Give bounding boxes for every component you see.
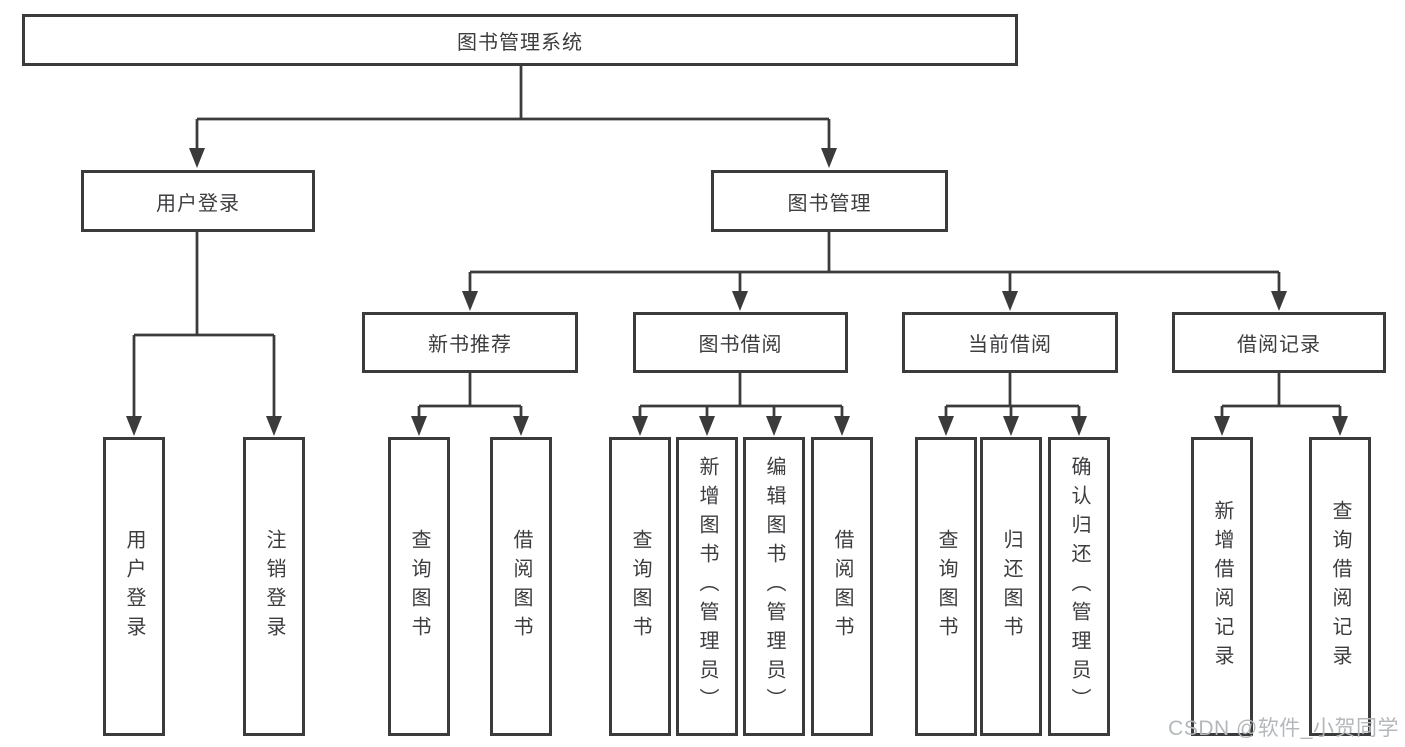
leaf-recommend-query-books: 查询图书 — [388, 437, 450, 736]
leaf-label: 归还图书 — [1000, 528, 1022, 645]
edge-new-book-recommend-to-leaves — [411, 373, 529, 436]
edge-book-borrow-to-leaves — [632, 373, 850, 436]
edge-current-borrow-to-leaves — [938, 373, 1087, 436]
leaf-query-borrow-record: 查询借阅记录 — [1309, 437, 1371, 736]
leaf-label: 借阅图书 — [831, 528, 853, 645]
leaf-label: 查询借阅记录 — [1329, 499, 1351, 674]
leaf-add-book-admin: 新增图书（管理员） — [676, 437, 738, 736]
leaf-logout: 注销登录 — [243, 437, 305, 736]
leaf-edit-book-admin: 编辑图书（管理员） — [743, 437, 805, 736]
edge-book-management-to-level3 — [462, 232, 1287, 311]
csdn-watermark: CSDN @软件_小贺同学 — [1168, 717, 1399, 740]
leaf-label: 查询图书 — [935, 528, 957, 645]
edge-borrow-records-to-leaves — [1214, 373, 1348, 436]
leaf-borrow-query-books: 查询图书 — [609, 437, 671, 736]
leaf-label: 用户登录 — [123, 528, 145, 645]
leaf-recommend-borrow-books: 借阅图书 — [490, 437, 552, 736]
node-borrow-records: 借阅记录 — [1172, 312, 1386, 373]
leaf-label: 查询图书 — [408, 528, 430, 645]
edge-root-to-level2 — [189, 66, 837, 168]
node-book-borrow: 图书借阅 — [633, 312, 848, 373]
leaf-current-query-books: 查询图书 — [915, 437, 977, 736]
leaf-label: 编辑图书（管理员） — [763, 456, 785, 717]
node-new-book-recommend: 新书推荐 — [362, 312, 578, 373]
leaf-label: 查询图书 — [629, 528, 651, 645]
leaf-label: 借阅图书 — [510, 528, 532, 645]
leaf-confirm-return-admin: 确认归还（管理员） — [1048, 437, 1110, 736]
leaf-label: 新增借阅记录 — [1211, 499, 1233, 674]
leaf-return-books: 归还图书 — [980, 437, 1042, 736]
leaf-add-borrow-record: 新增借阅记录 — [1191, 437, 1253, 736]
leaf-user-login: 用户登录 — [103, 437, 165, 736]
leaf-borrow-books: 借阅图书 — [811, 437, 873, 736]
node-current-borrow: 当前借阅 — [902, 312, 1118, 373]
node-root-system: 图书管理系统 — [22, 14, 1018, 66]
node-book-management: 图书管理 — [711, 170, 948, 232]
leaf-label: 新增图书（管理员） — [696, 456, 718, 717]
edge-user-login-to-leaves — [126, 232, 282, 436]
leaf-label: 确认归还（管理员） — [1068, 456, 1090, 717]
leaf-label: 注销登录 — [263, 528, 285, 645]
node-user-login: 用户登录 — [81, 170, 315, 232]
